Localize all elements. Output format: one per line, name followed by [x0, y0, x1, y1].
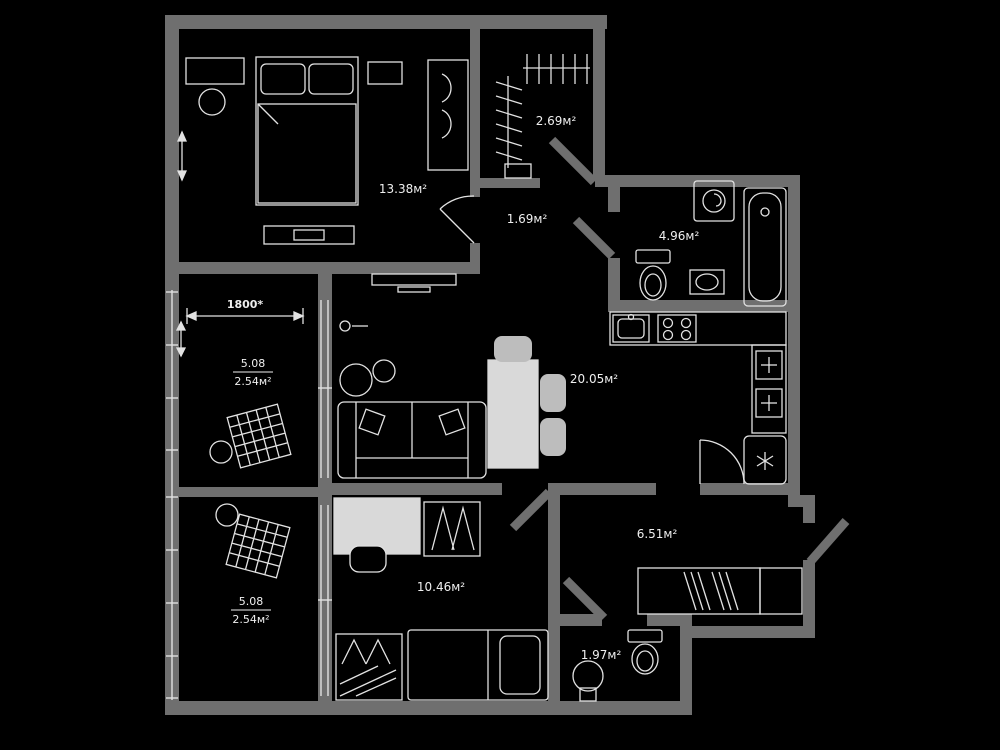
wall-top: [165, 15, 607, 29]
label-balcony-bottom: 5.08 2.54м²: [231, 595, 271, 626]
side-table-round: [372, 359, 396, 383]
hob: [657, 314, 697, 343]
wall-kitchen-bottom-b: [560, 483, 656, 495]
bathroom1-door-leaf: [572, 216, 616, 260]
label-bathroom2: 1.97м²: [581, 648, 622, 662]
balcony-top-table: [209, 440, 233, 464]
entrance-door-leaf: [806, 518, 850, 565]
dining-table-set: [487, 336, 566, 469]
wall-bottom: [165, 701, 692, 715]
dimension-1800-label: 1800*: [227, 298, 264, 311]
desk-chair: [349, 545, 387, 573]
snowflake-icon: [756, 452, 774, 470]
bathtub: [743, 187, 787, 307]
balcony-bottom-area: 2.54м²: [232, 613, 269, 626]
closet-door-leaf: [548, 136, 598, 186]
wall-bedroom1-east-upper: [470, 15, 480, 197]
desk: [333, 497, 421, 573]
closet-hanger-rails: [495, 54, 590, 179]
throw-pillow: [358, 408, 386, 436]
label-balcony-top: 5.08 2.54м²: [233, 357, 273, 388]
bathroom2-door-leaf: [562, 576, 608, 622]
throw-pillow: [438, 408, 466, 436]
bedroom2-door-leaf: [509, 488, 553, 532]
bedroom2-wardrobe-bottom: [335, 633, 403, 701]
section-marker: [339, 320, 368, 332]
kitchen-door: [699, 439, 745, 485]
wall-bath2-top-b: [647, 614, 692, 626]
tall-cabinets: [751, 344, 787, 434]
single-bed: [407, 629, 549, 701]
washing-machine: [693, 180, 735, 222]
lounge-chair: [339, 363, 373, 397]
wall-bath1-bottom: [608, 300, 800, 312]
balcony-top-window: [318, 300, 332, 478]
dining-table: [487, 359, 539, 469]
wall-kitchen-bottom-c: [700, 483, 790, 495]
wall-hall-right-lower: [803, 560, 815, 638]
dresser: [185, 57, 245, 85]
bath-sink-cabinet: [689, 269, 725, 295]
fridge: [743, 435, 787, 485]
wall-bath2-right: [680, 626, 692, 715]
wall-bedroom1-east-stub: [470, 243, 480, 274]
wall-closet-bottom: [478, 178, 540, 188]
balcony-bottom-window: [318, 505, 332, 696]
bedroom2-wardrobe-top: [423, 501, 481, 557]
window-dimension-arrow: [176, 130, 188, 182]
wall-bath1-left-upper: [608, 187, 620, 212]
tv-stand: [263, 225, 355, 245]
bedroom1-door: [439, 195, 475, 244]
balcony-bottom-armchair: [225, 513, 291, 579]
balcony-top-armchair: [226, 403, 292, 469]
wall-bedroom2-east: [548, 483, 560, 715]
wall-closet-right: [593, 15, 605, 178]
nightstand: [367, 61, 403, 85]
balcony-bottom-value: 5.08: [239, 595, 264, 608]
balcony-top-area: 2.54м²: [234, 375, 271, 388]
toilet-2: [627, 629, 663, 675]
wall-right-main: [788, 175, 800, 507]
label-bedroom1: 13.38м²: [379, 182, 427, 196]
label-hall-small: 1.69м²: [507, 212, 548, 226]
kitchen-counter: [609, 311, 787, 346]
tv: [371, 273, 457, 293]
wall-hallway-bottom: [680, 626, 815, 638]
label-hallway: 6.51м²: [637, 527, 678, 541]
label-kitchen-living: 20.05м²: [570, 372, 618, 386]
furniture: [175, 54, 803, 702]
sofa: [337, 401, 487, 479]
wall-kitchen-bottom-a: [318, 483, 502, 495]
door-leaves: [509, 136, 850, 622]
stool: [198, 88, 226, 116]
balcony-bottom-table: [215, 503, 239, 527]
bedroom1-wardrobe: [427, 59, 469, 171]
hallway-wardrobe: [637, 567, 803, 615]
pedestal-sink: [572, 660, 604, 702]
room-labels: 13.38м² 2.69м² 1.69м² 4.96м² 20.05м² 6.5…: [227, 114, 700, 662]
chair: [494, 336, 532, 362]
double-bed: [255, 56, 359, 206]
label-bathroom1: 4.96м²: [659, 229, 700, 243]
toilet: [635, 249, 671, 301]
label-bedroom2: 10.46м²: [417, 580, 465, 594]
label-closet: 2.69м²: [536, 114, 577, 128]
wall-bath2-top-a: [548, 614, 602, 626]
chair: [540, 374, 566, 412]
balcony-dim-arrow: [175, 320, 187, 358]
dimension-1800: [185, 308, 305, 324]
hallway-cabinet: [759, 567, 803, 615]
wall-bath1-left-lower: [608, 258, 620, 312]
chair: [540, 418, 566, 456]
balcony-top-value: 5.08: [241, 357, 266, 370]
wall-balcony-divider: [165, 487, 318, 497]
windows: [166, 290, 332, 700]
